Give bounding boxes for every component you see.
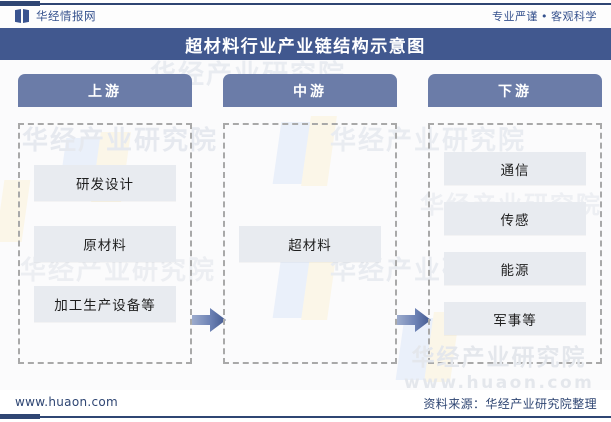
node-midstream-1[interactable]: 超材料 — [239, 225, 381, 262]
arrow-midstream-to-downstream-icon — [397, 307, 431, 333]
diagram-canvas: 华经产业研究院 华经产业研究院 华经产业研究院 华经产业研究院 华经产业研究院 … — [0, 60, 611, 390]
node-downstream-2[interactable]: 传感 — [444, 202, 586, 235]
column-body-midstream: 超材料 — [223, 123, 397, 364]
column-tab-upstream[interactable]: 上游 — [18, 74, 192, 107]
tagline-left: 专业严谨 — [492, 10, 538, 23]
node-upstream-2[interactable]: 原材料 — [34, 225, 176, 262]
site-header: 华经情报网 专业严谨•客观科学 — [0, 7, 611, 28]
watermark-url: www.huaon.com — [404, 373, 595, 390]
arrow-upstream-to-midstream-icon — [192, 307, 226, 333]
tagline-right: 客观科学 — [551, 10, 597, 23]
column-tab-label: 中游 — [293, 83, 327, 100]
title-band: 超材料行业产业链结构示意图 — [0, 28, 611, 60]
site-footer: www.huaon.com 资料来源：华经产业研究院整理 — [0, 390, 611, 422]
column-tab-midstream[interactable]: 中游 — [223, 74, 397, 107]
bottom-divider-rule — [0, 414, 611, 421]
book-logo-icon — [15, 9, 30, 23]
column-upstream: 上游 研发设计 原材料 加工生产设备等 — [18, 74, 192, 364]
footer-url[interactable]: www.huaon.com — [15, 395, 119, 409]
column-body-downstream: 通信 传感 能源 军事等 — [428, 123, 602, 364]
footer-source: 资料来源：华经产业研究院整理 — [423, 397, 597, 411]
node-downstream-3[interactable]: 能源 — [444, 252, 586, 285]
node-downstream-4[interactable]: 军事等 — [444, 302, 586, 335]
column-downstream: 下游 通信 传感 能源 军事等 — [428, 74, 602, 364]
column-midstream: 中游 超材料 — [223, 74, 397, 364]
column-tab-label: 下游 — [498, 83, 532, 100]
column-tab-downstream[interactable]: 下游 — [428, 74, 602, 107]
top-rule-thick-segment — [0, 1, 40, 6]
header-tagline: 专业严谨•客观科学 — [492, 9, 597, 25]
node-upstream-1[interactable]: 研发设计 — [34, 165, 176, 202]
bottom-rule-thin-segment — [38, 416, 611, 418]
brand-name: 华经情报网 — [36, 9, 96, 23]
node-downstream-1[interactable]: 通信 — [444, 152, 586, 185]
top-rule-thin-segment — [38, 3, 611, 5]
bottom-rule-thick-segment — [0, 414, 40, 419]
brand[interactable]: 华经情报网 — [15, 9, 96, 23]
top-divider-rule — [0, 0, 611, 7]
column-tab-label: 上游 — [88, 83, 122, 100]
column-body-upstream: 研发设计 原材料 加工生产设备等 — [18, 123, 192, 364]
tagline-separator-icon: • — [541, 10, 548, 23]
node-upstream-3[interactable]: 加工生产设备等 — [34, 285, 176, 322]
page-title: 超材料行业产业链结构示意图 — [185, 36, 426, 57]
